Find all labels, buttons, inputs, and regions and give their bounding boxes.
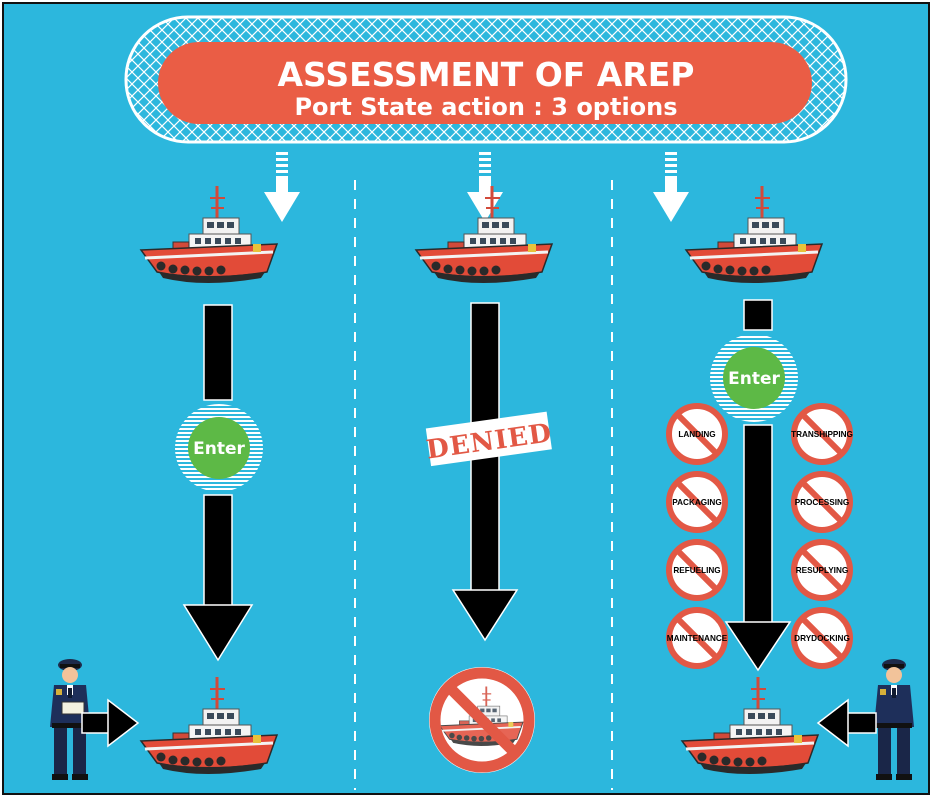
prohibited-activity-label: PROCESSING	[795, 498, 850, 507]
prohibition-icon: LANDING	[666, 403, 728, 465]
prohibition-icon: REFUELING	[666, 539, 728, 601]
enter-badge-right: Enter	[710, 334, 798, 422]
page-subtitle: Port State action : 3 options	[294, 93, 677, 121]
clipboard-icon	[61, 701, 85, 715]
header-banner: ASSESSMENT OF AREP Port State action : 3…	[124, 15, 848, 144]
prohibited-activity-label: RESUPLYING	[796, 566, 848, 575]
prohibition-icon: PACKAGING	[666, 471, 728, 533]
right-arrow-icon	[81, 698, 140, 748]
banner-arrow-left-icon	[264, 152, 300, 222]
prohibition-icon: PROCESSING	[791, 471, 853, 533]
prohibition-icon: TRANSHIPPING	[791, 403, 853, 465]
down-arrow-icon	[182, 304, 254, 662]
prohibition-icon	[429, 667, 535, 773]
prohibition-icon: RESUPLYING	[791, 539, 853, 601]
prohibition-icon: MAINTENANCE	[666, 607, 728, 669]
enter-badge-left: Enter	[175, 404, 263, 492]
prohibited-activity-label: DRYDOCKING	[794, 634, 850, 643]
prohibited-activity-label: MAINTENANCE	[667, 634, 728, 643]
prohibition-icon: DRYDOCKING	[791, 607, 853, 669]
banner-arrow-right-icon	[653, 152, 689, 222]
prohibited-activity-label: LANDING	[678, 430, 715, 439]
enter-label-right: Enter	[728, 369, 780, 389]
down-arrow-icon	[724, 299, 792, 672]
prohibited-activity-label: TRANSHIPPING	[791, 430, 853, 439]
left-arrow-icon	[816, 698, 877, 748]
page-title: ASSESSMENT OF AREP	[278, 55, 695, 94]
enter-label-left: Enter	[193, 439, 245, 459]
denied-stamp: DENIED	[424, 411, 554, 467]
prohibited-activity-label: REFUELING	[673, 566, 720, 575]
prohibited-activity-label: PACKAGING	[672, 498, 721, 507]
banner-arrow-middle-icon	[467, 152, 503, 222]
